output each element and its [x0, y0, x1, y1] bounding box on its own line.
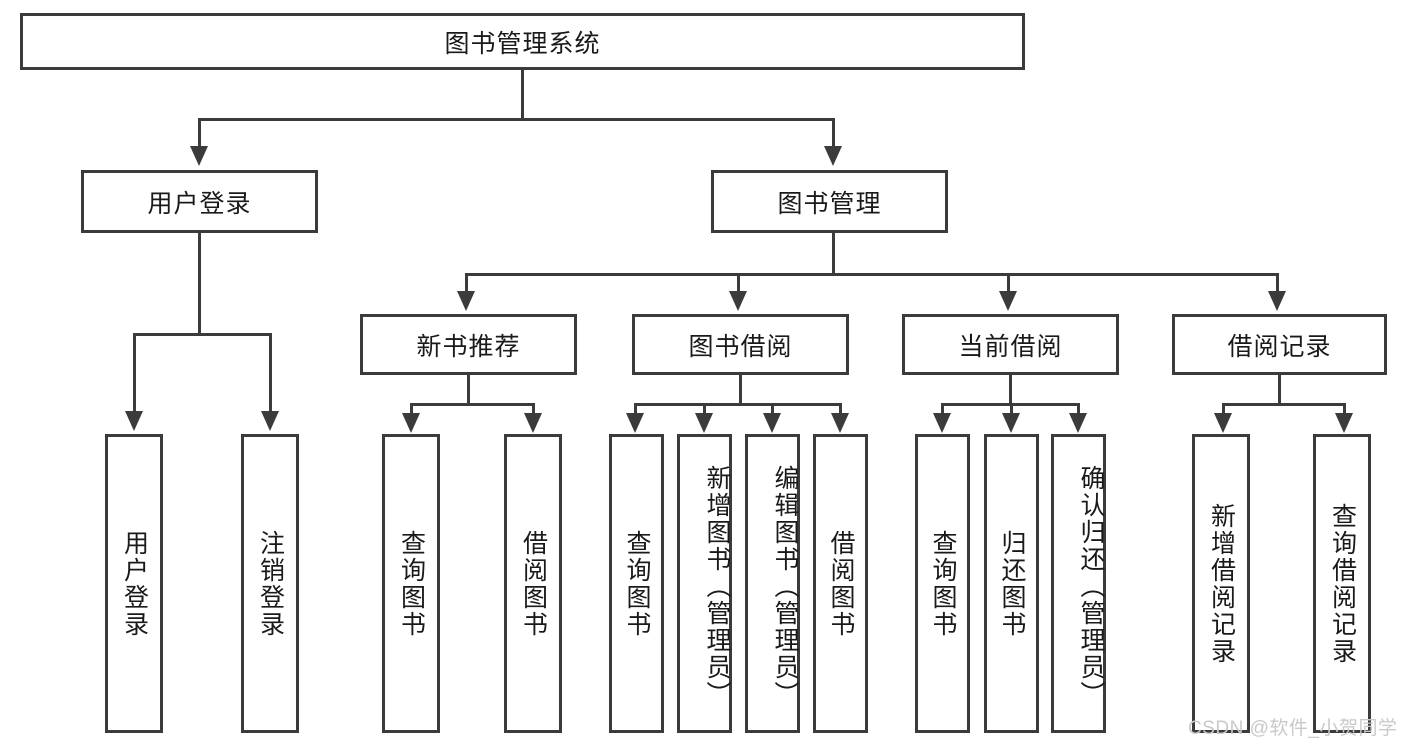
- leaf-user-logout[interactable]: 注销登录: [241, 434, 299, 733]
- arrowhead-bb-to-leaf3: [763, 413, 781, 433]
- edge-cb-to-leaf2: [1010, 403, 1013, 415]
- edge-nbr-to-leaf2: [532, 403, 535, 415]
- leaf-query-book-current[interactable]: 查询图书: [915, 434, 970, 733]
- node-root-system[interactable]: 图书管理系统: [20, 13, 1025, 70]
- arrowhead-root-to-user-login: [190, 146, 208, 166]
- arrowhead-nbr-to-leaf2: [524, 413, 542, 433]
- leaf-edit-book[interactable]: 编辑图书（管理员）: [745, 434, 800, 733]
- csdn-watermark: CSDN @软件_小贺同学: [1188, 718, 1398, 739]
- node-label: 图书管理系统: [444, 29, 601, 58]
- edge-bm-to-borrow-record: [1276, 273, 1279, 293]
- edge-br-to-leaf1: [1222, 403, 1225, 415]
- node-label: 注销登录: [256, 529, 285, 638]
- leaf-return-book[interactable]: 归还图书: [984, 434, 1039, 733]
- node-label: 查询借阅记录: [1328, 502, 1357, 665]
- edge-user-login-bus: [133, 333, 272, 336]
- edge-br-stem: [1278, 375, 1281, 405]
- edge-nbr-to-leaf1: [410, 403, 413, 415]
- edge-bm-to-current-borrow: [1007, 273, 1010, 293]
- node-user-login[interactable]: 用户登录: [81, 170, 318, 233]
- node-label: 用户登录: [147, 189, 252, 218]
- node-label: 当前借阅: [958, 332, 1063, 361]
- leaf-user-login[interactable]: 用户登录: [105, 434, 163, 733]
- leaf-query-book-recommend[interactable]: 查询图书: [382, 434, 440, 733]
- edge-bb-to-leaf4: [839, 403, 842, 415]
- leaf-borrow-book-recommend[interactable]: 借阅图书: [504, 434, 562, 733]
- arrowhead-user-login-to-leaf2: [261, 411, 279, 431]
- edge-bb-bus: [634, 403, 842, 406]
- leaf-query-borrow-record[interactable]: 查询借阅记录: [1313, 434, 1371, 733]
- leaf-add-borrow-record[interactable]: 新增借阅记录: [1192, 434, 1250, 733]
- arrowhead-br-to-leaf1: [1214, 413, 1232, 433]
- node-label: 借阅图书: [827, 529, 855, 638]
- node-label: 用户登录: [120, 529, 149, 638]
- arrowhead-cb-to-leaf2: [1002, 413, 1020, 433]
- node-label: 借阅图书: [519, 529, 548, 638]
- node-label: 编辑图书（管理员）: [771, 465, 799, 708]
- edge-bb-to-leaf3: [771, 403, 774, 415]
- node-label: 借阅记录: [1227, 332, 1332, 361]
- node-label: 查询图书: [397, 529, 426, 638]
- edge-user-login-to-leaf1: [133, 333, 136, 413]
- edge-cb-to-leaf3: [1077, 403, 1080, 415]
- edge-cb-to-leaf1: [941, 403, 944, 415]
- edge-nbr-bus: [410, 403, 535, 406]
- node-label: 查询图书: [623, 529, 651, 638]
- node-borrow-record[interactable]: 借阅记录: [1172, 314, 1387, 375]
- edge-user-login-to-leaf2: [269, 333, 272, 413]
- node-label: 确认归还（管理员）: [1077, 465, 1105, 708]
- node-label: 图书管理: [777, 189, 882, 218]
- arrowhead-bb-to-leaf4: [831, 413, 849, 433]
- edge-root-to-user-login: [198, 118, 201, 148]
- arrowhead-bm-to-borrow-record: [1268, 291, 1286, 311]
- edge-book-management-bus: [465, 273, 1279, 276]
- arrowhead-bm-to-book-borrow: [729, 291, 747, 311]
- edge-user-login-stem: [198, 233, 201, 335]
- edge-bb-to-leaf2: [703, 403, 706, 415]
- node-label: 图书借阅: [688, 332, 793, 361]
- node-label: 新书推荐: [416, 332, 521, 361]
- leaf-query-book-borrow[interactable]: 查询图书: [609, 434, 664, 733]
- edge-root-to-book-management: [832, 118, 835, 148]
- node-book-management[interactable]: 图书管理: [711, 170, 948, 233]
- arrowhead-user-login-to-leaf1: [125, 411, 143, 431]
- arrowhead-bm-to-new-book: [457, 291, 475, 311]
- edge-bm-to-book-borrow: [737, 273, 740, 293]
- edge-bb-to-leaf1: [634, 403, 637, 415]
- arrowhead-bb-to-leaf2: [695, 413, 713, 433]
- edge-br-bus: [1222, 403, 1346, 406]
- leaf-confirm-return[interactable]: 确认归还（管理员）: [1051, 434, 1106, 733]
- node-current-borrow[interactable]: 当前借阅: [902, 314, 1119, 375]
- arrowhead-nbr-to-leaf1: [402, 413, 420, 433]
- edge-book-management-stem: [832, 233, 835, 275]
- edge-bm-to-new-book: [465, 273, 468, 293]
- node-label: 归还图书: [998, 529, 1026, 638]
- leaf-add-book[interactable]: 新增图书（管理员）: [677, 434, 732, 733]
- arrowhead-cb-to-leaf3: [1069, 413, 1087, 433]
- edge-root-bus: [198, 118, 835, 121]
- node-new-book-recommend[interactable]: 新书推荐: [360, 314, 577, 375]
- arrowhead-bb-to-leaf1: [626, 413, 644, 433]
- arrowhead-br-to-leaf2: [1335, 413, 1353, 433]
- arrowhead-root-to-book-management: [824, 146, 842, 166]
- edge-br-to-leaf2: [1343, 403, 1346, 415]
- node-label: 查询图书: [929, 529, 957, 638]
- edge-nbr-stem: [467, 375, 470, 405]
- edge-bb-stem: [739, 375, 742, 405]
- node-book-borrow[interactable]: 图书借阅: [632, 314, 849, 375]
- node-label: 新增借阅记录: [1207, 502, 1236, 665]
- arrowhead-cb-to-leaf1: [933, 413, 951, 433]
- arrowhead-bm-to-current-borrow: [999, 291, 1017, 311]
- node-label: 新增图书（管理员）: [703, 465, 731, 708]
- edge-root-stem: [521, 70, 524, 120]
- leaf-borrow-book-borrow[interactable]: 借阅图书: [813, 434, 868, 733]
- edge-cb-stem: [1009, 375, 1012, 405]
